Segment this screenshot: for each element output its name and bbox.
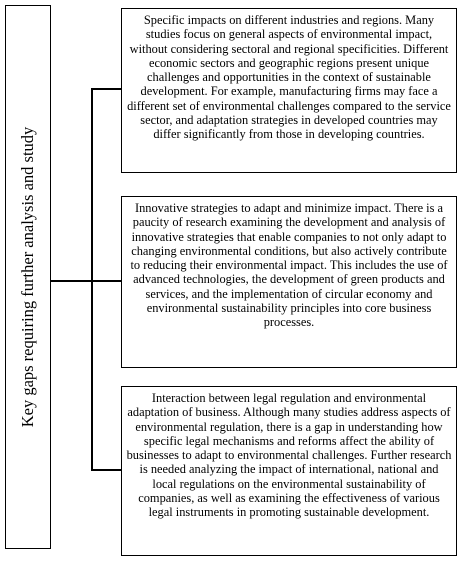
connector-branch-1 [91,88,121,90]
connector-trunk [91,88,93,470]
gap-text-innovative-strategies: Innovative strategies to adapt and minim… [130,201,448,330]
gap-text-legal-regulation: Interaction between legal regulation and… [126,391,452,520]
connector-branch-2 [91,280,121,282]
gap-box-innovative-strategies: Innovative strategies to adapt and minim… [121,196,457,368]
connector-stub [51,280,92,282]
connector-branch-3 [91,469,121,471]
category-box: Key gaps requiring further analysis and … [5,5,51,549]
gap-text-industries-regions: Specific impacts on different industries… [127,13,451,142]
category-label: Key gaps requiring further analysis and … [17,126,37,428]
gap-box-legal-regulation: Interaction between legal regulation and… [121,386,457,556]
gap-box-industries-regions: Specific impacts on different industries… [121,8,457,173]
